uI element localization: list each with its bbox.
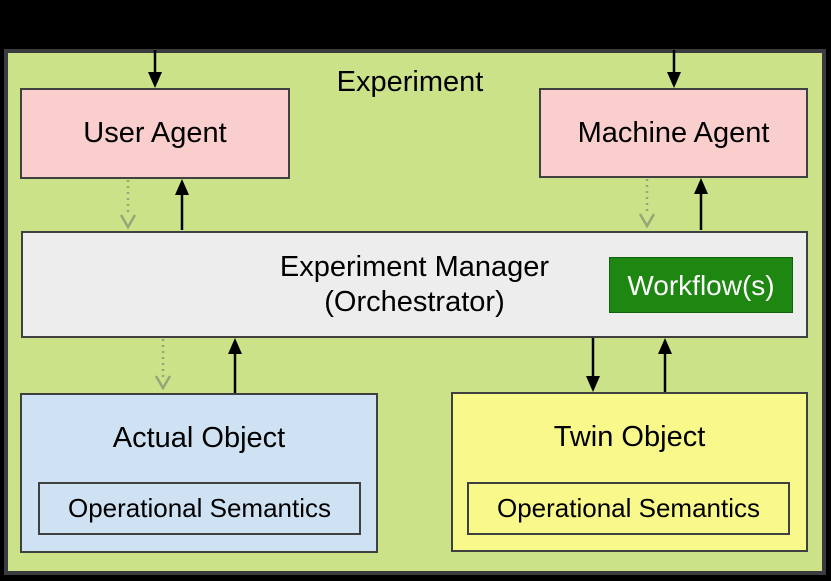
diagram-title: Experiment [336,66,484,98]
node-actual-object: Actual Object Operational Semantics [20,393,378,553]
workflow-label: Workflow(s) [627,269,775,301]
node-twin-object: Twin Object Operational Semantics [451,392,808,552]
node-machine-agent: Machine Agent [539,88,808,178]
node-user-agent: User Agent [20,88,290,179]
actual-object-label: Actual Object [112,422,286,454]
node-experiment-manager: Experiment Manager (Orchestrator) Workfl… [21,231,808,338]
node-user-agent-label: User Agent [83,117,227,149]
twin-object-label: Twin Object [553,421,706,453]
node-actual-operational-semantics: Operational Semantics [38,482,361,535]
experiment-manager-label-line1: Experiment Manager [279,250,550,283]
node-twin-operational-semantics: Operational Semantics [467,482,790,535]
experiment-manager-label-line2: (Orchestrator) [324,285,505,318]
node-workflow: Workflow(s) [609,257,793,313]
node-machine-agent-label: Machine Agent [577,116,770,149]
